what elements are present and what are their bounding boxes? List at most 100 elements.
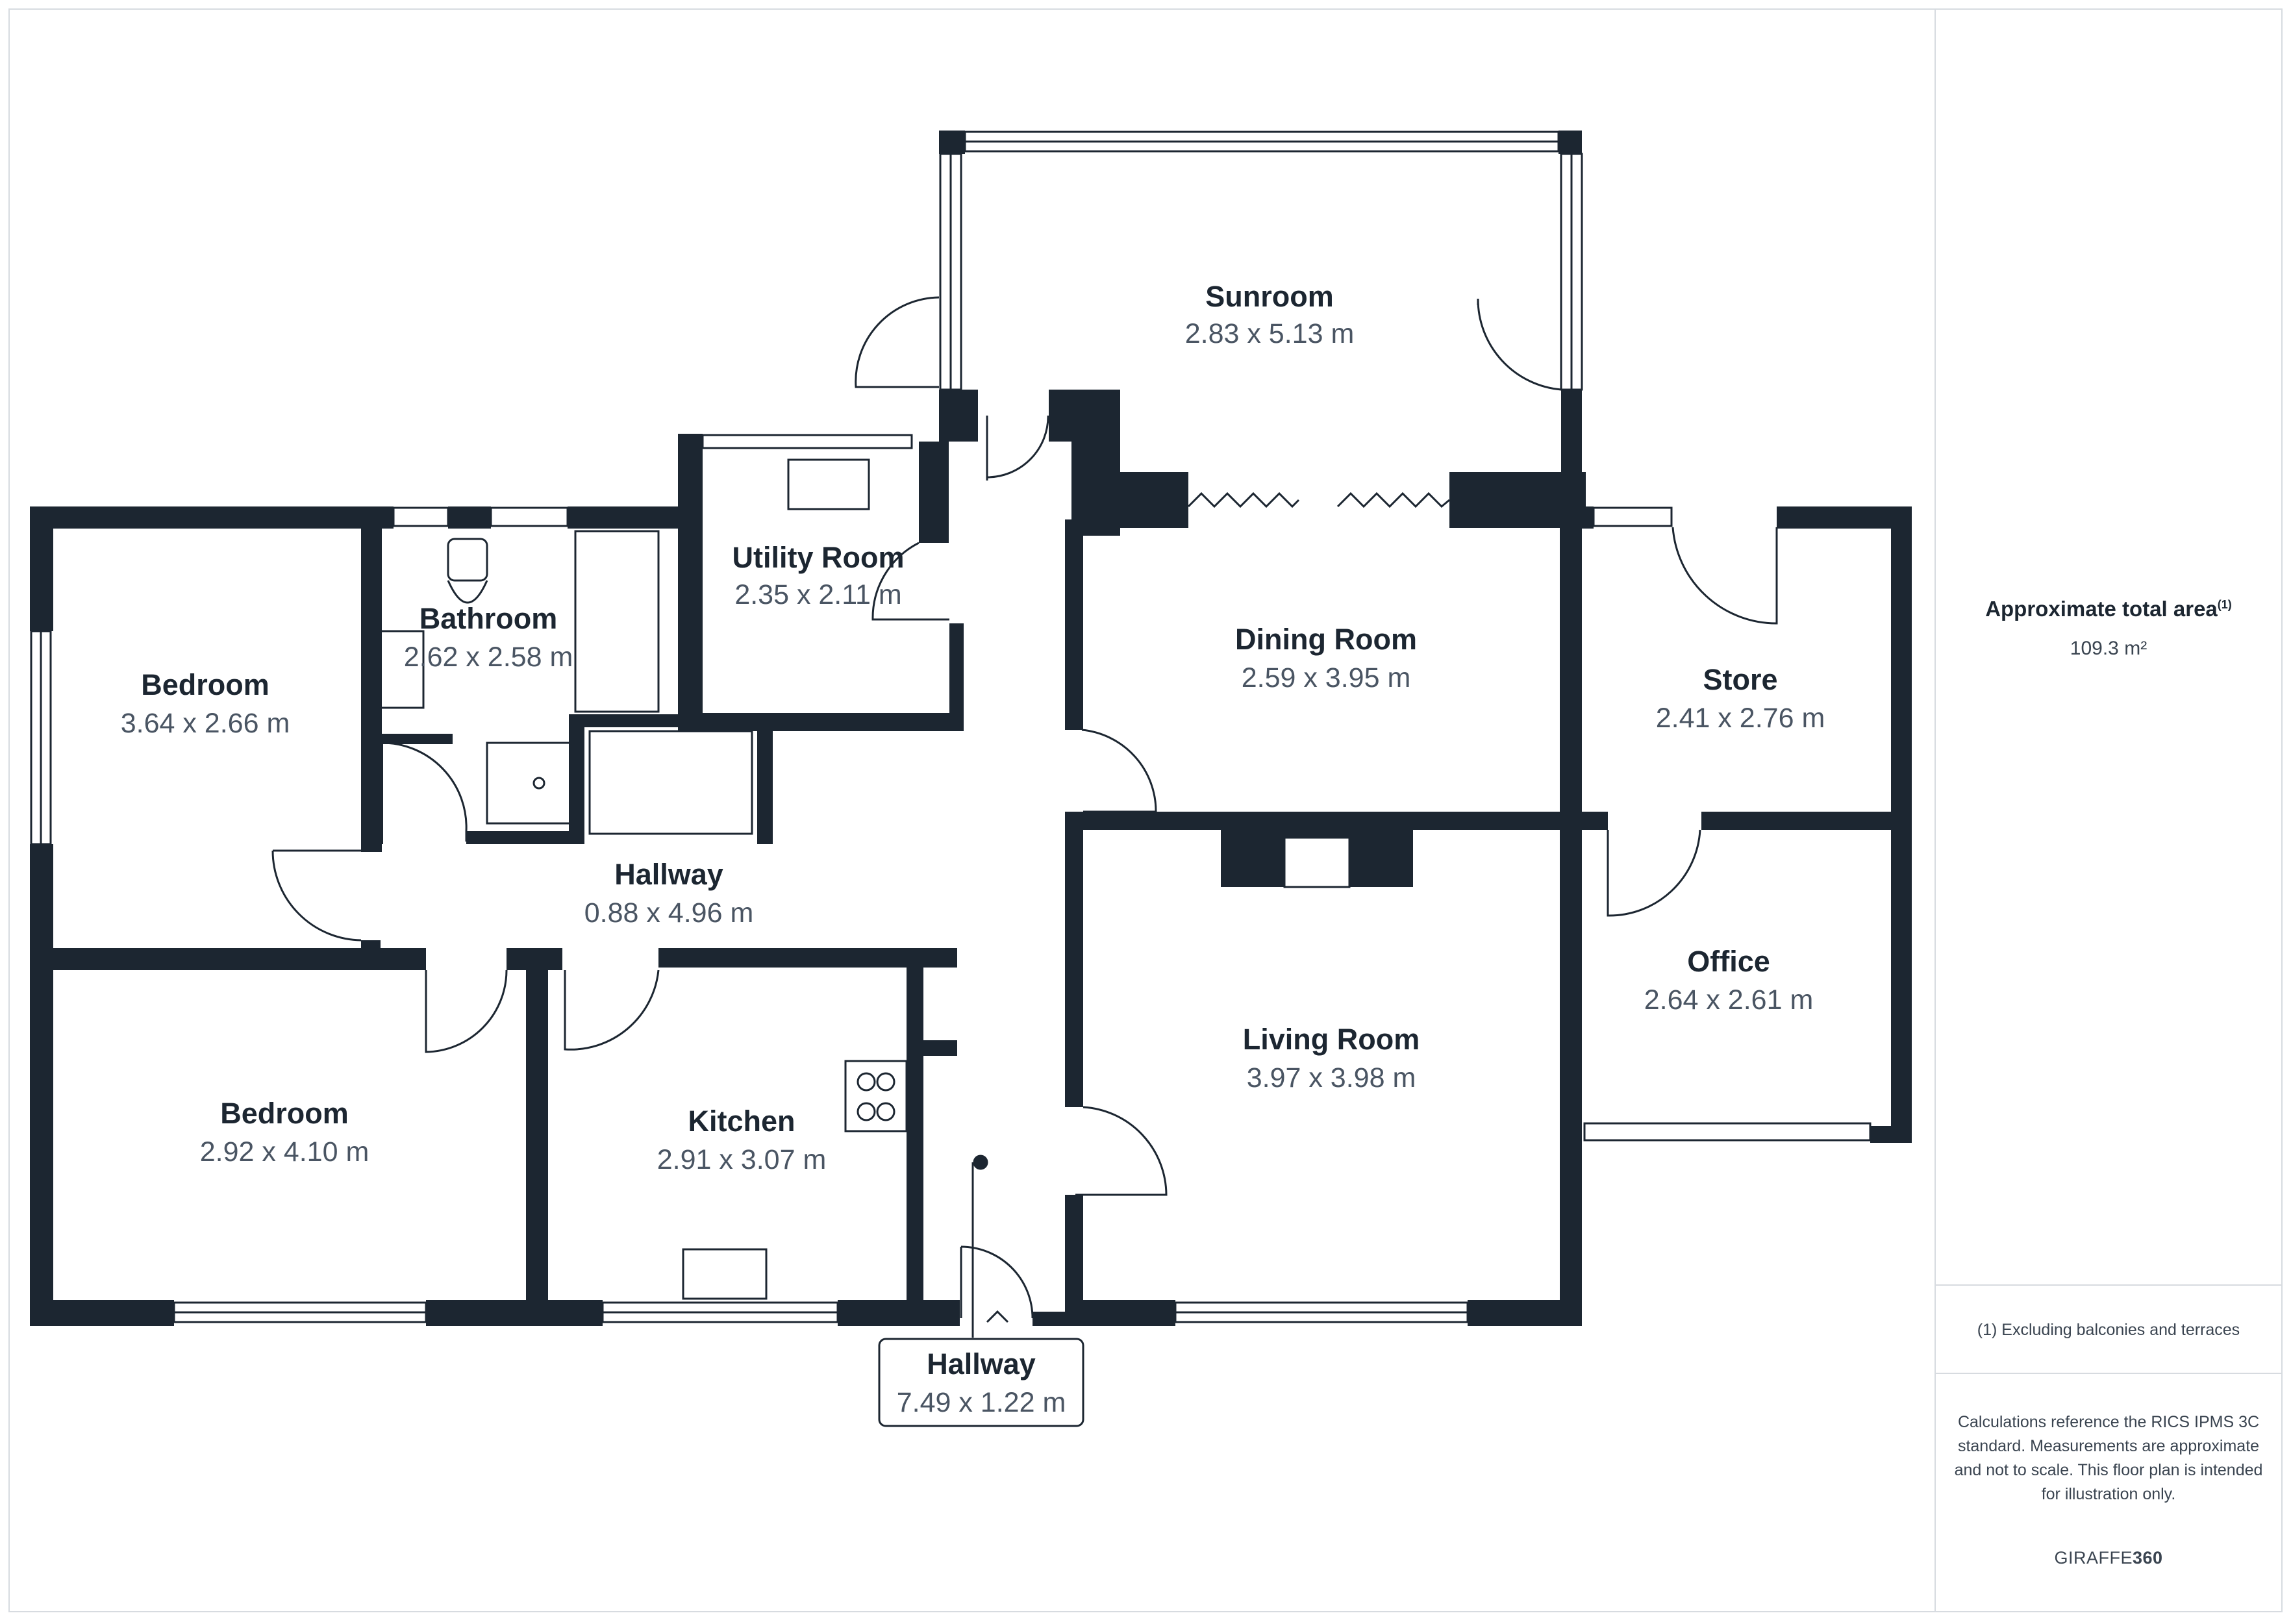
door-swing xyxy=(381,742,468,842)
door-swing xyxy=(1671,527,1778,625)
toilet-bowl xyxy=(447,580,488,604)
window xyxy=(392,506,449,527)
wall-segment xyxy=(1065,1300,1175,1326)
room-dimensions: 2.59 x 3.95 m xyxy=(1242,662,1411,693)
brand-suffix: 360 xyxy=(2132,1548,2163,1568)
wall-segment xyxy=(1065,519,1083,730)
footnote: (1) Excluding balconies and terraces xyxy=(1977,1321,2240,1339)
wall-segment xyxy=(678,434,703,713)
wall-segment xyxy=(1582,506,1594,529)
door-swing xyxy=(960,1245,1034,1319)
door-swing xyxy=(1477,298,1562,391)
basin xyxy=(378,630,425,709)
hob-burner xyxy=(857,1072,876,1092)
wall-segment xyxy=(1559,131,1582,154)
sidebar-separator xyxy=(1935,1373,2282,1374)
wall-segment xyxy=(1701,812,1912,830)
door-swing xyxy=(564,969,660,1051)
door-swing xyxy=(1075,1106,1168,1196)
room-dimensions: 7.49 x 1.22 m xyxy=(897,1387,1066,1418)
room-name: Store xyxy=(1703,663,1777,696)
bifold-door xyxy=(1187,492,1300,508)
area-label-text: Approximate total area xyxy=(1985,597,2218,621)
wall-segment xyxy=(1582,812,1608,830)
wall-segment xyxy=(374,734,383,844)
wall-segment xyxy=(1065,1195,1083,1326)
wall-segment xyxy=(30,844,53,1326)
brand-logo: GIRAFFE360 xyxy=(1948,1548,2269,1568)
room-dimensions: 3.97 x 3.98 m xyxy=(1247,1062,1416,1093)
wall-segment xyxy=(949,623,964,714)
closet xyxy=(588,730,753,835)
wall-segment xyxy=(30,506,394,529)
sink xyxy=(787,458,870,510)
room-dimensions: 3.64 x 2.66 m xyxy=(121,708,290,739)
entry-label-box xyxy=(878,1338,1084,1427)
hob xyxy=(844,1060,908,1132)
wall-segment xyxy=(1870,1126,1912,1143)
wall-segment xyxy=(466,831,575,844)
room-dimensions: 2.62 x 2.58 m xyxy=(404,642,573,673)
wall-segment xyxy=(939,390,978,442)
window xyxy=(1592,506,1673,527)
kitchen-sink xyxy=(682,1248,768,1300)
room-dimensions: 2.41 x 2.76 m xyxy=(1656,703,1825,734)
hob-burner xyxy=(876,1102,895,1121)
room-name: Office xyxy=(1687,945,1770,978)
wall-segment xyxy=(919,442,949,543)
bifold-door xyxy=(1336,492,1450,508)
room-dimensions: 2.92 x 4.10 m xyxy=(200,1136,369,1168)
wall-segment xyxy=(448,506,491,529)
wall-segment xyxy=(30,506,53,631)
room-name: Hallway xyxy=(927,1347,1036,1380)
wall-segment xyxy=(584,714,773,727)
wall-segment xyxy=(426,1300,603,1326)
wall-segment xyxy=(1777,506,1912,529)
shower-drain xyxy=(532,777,545,790)
wall-segment xyxy=(1049,390,1120,442)
wall-segment xyxy=(361,940,381,970)
door-swing xyxy=(1081,729,1157,813)
room-name: Utility Room xyxy=(732,541,905,574)
door-swing xyxy=(855,296,940,388)
area-value: 109.3 m² xyxy=(2070,638,2147,659)
fixtures xyxy=(378,458,1351,1338)
room-name: Dining Room xyxy=(1235,623,1417,656)
wall-segment xyxy=(375,734,453,744)
room-name: Bedroom xyxy=(220,1097,349,1130)
wall-segment xyxy=(30,948,426,970)
wall-segment xyxy=(907,960,923,1306)
wall-segment xyxy=(838,1300,960,1326)
room-dimensions: 2.35 x 2.11 m xyxy=(734,579,901,610)
door-swing xyxy=(986,415,1049,481)
area-footnote-mark: (1) xyxy=(2217,598,2232,611)
window xyxy=(701,434,913,449)
wall-segment xyxy=(568,506,678,529)
room-dimensions: 0.88 x 4.96 m xyxy=(584,897,754,929)
toilet-cistern xyxy=(447,538,488,582)
shower xyxy=(486,742,571,825)
wall-segment xyxy=(757,727,773,844)
room-dimensions: 2.91 x 3.07 m xyxy=(657,1144,827,1175)
walls xyxy=(30,131,1912,1326)
door-swing xyxy=(1607,829,1701,917)
wall-segment xyxy=(923,1040,957,1056)
windows xyxy=(30,131,1872,1323)
sidebar: Approximate total area(1) 109.3 m² (1) E… xyxy=(1935,9,2282,1612)
entry-marker xyxy=(973,1155,988,1170)
wall-segment xyxy=(532,948,562,970)
fireplace xyxy=(1283,836,1351,888)
room-name: Hallway xyxy=(614,858,723,891)
room-name: Living Room xyxy=(1243,1023,1420,1056)
room-labels: Sunroom 2.83 x 5.13 m Utility Room 2.35 … xyxy=(121,280,1825,1418)
hob-burner xyxy=(876,1072,895,1092)
page-border xyxy=(8,8,2283,1612)
door-swing xyxy=(871,542,949,621)
wall-segment xyxy=(526,948,548,1326)
room-dimensions: 2.64 x 2.61 m xyxy=(1644,984,1814,1016)
room-name: Bathroom xyxy=(419,602,558,635)
room-name: Bedroom xyxy=(141,668,269,701)
room-name: Kitchen xyxy=(688,1105,795,1138)
